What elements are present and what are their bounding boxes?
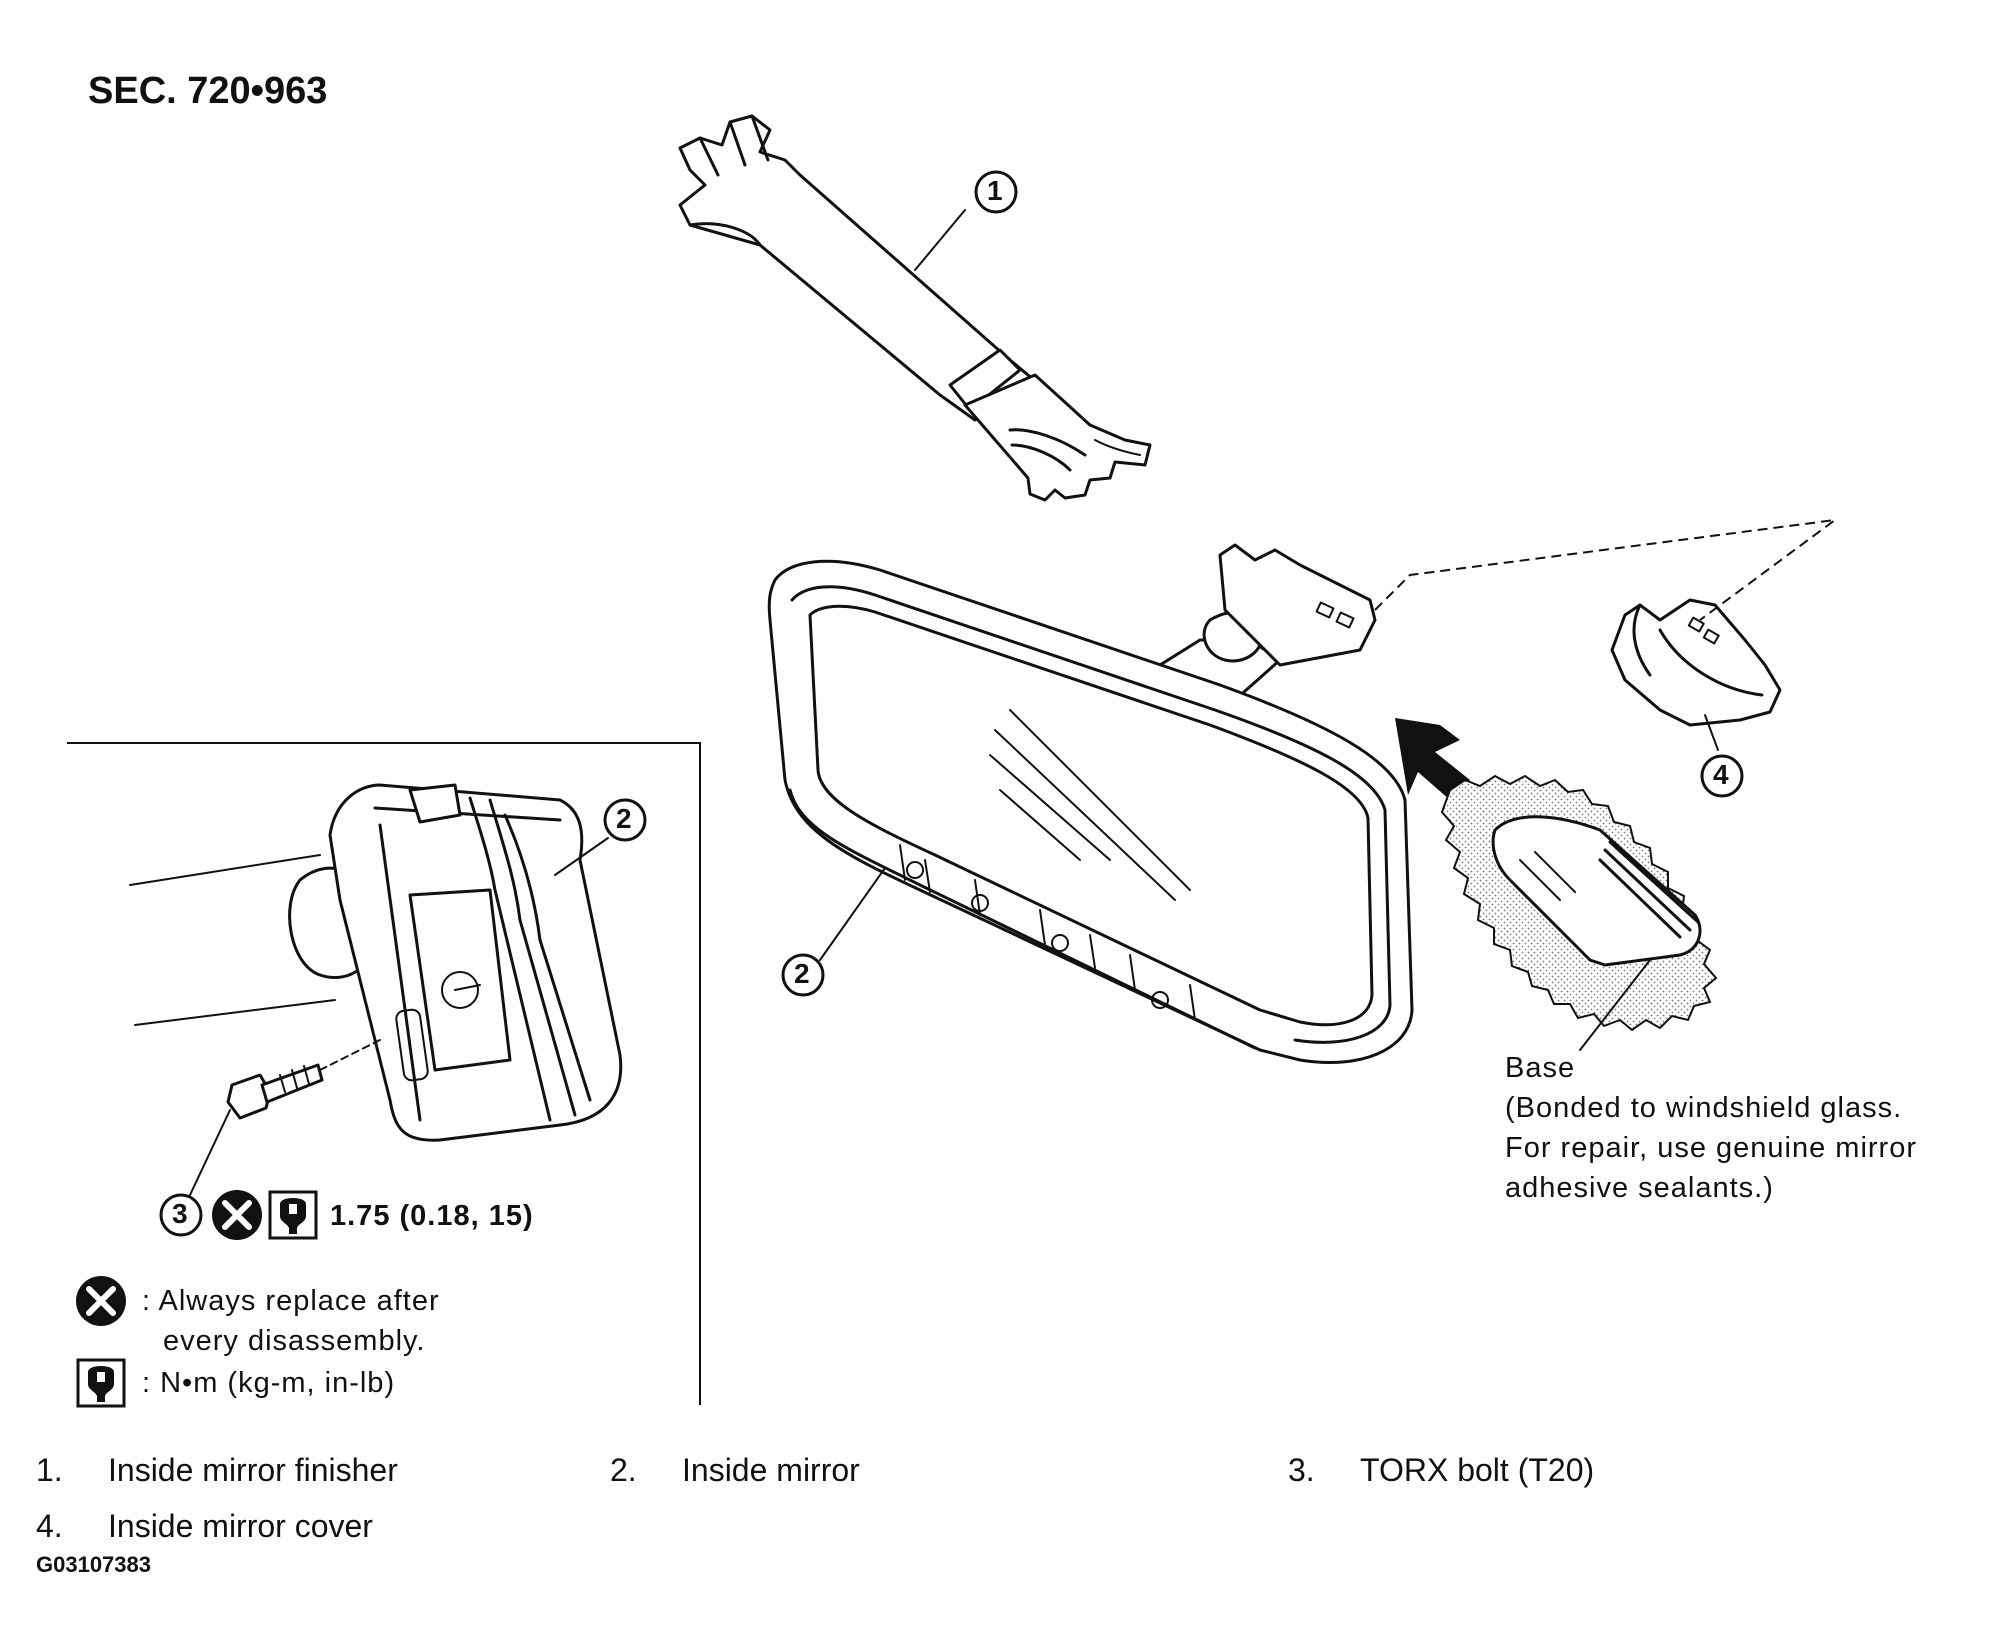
base-note-line-3: For repair, use genuine mirror — [1505, 1132, 1917, 1164]
mirror-button-3 — [1051, 934, 1069, 952]
callout-1-label: 1 — [987, 175, 1003, 206]
part-1-label: Inside mirror finisher — [108, 1452, 398, 1488]
installation-direction-arrow-icon — [1395, 718, 1470, 800]
callout-2-inset-circle — [603, 798, 647, 842]
part-4-number: 4. — [36, 1508, 63, 1544]
base-note-title: Base — [1505, 1052, 1576, 1084]
section-title: SEC. 720•963 — [88, 70, 328, 112]
callout-3-circle — [159, 1193, 203, 1237]
base-note-line-2: (Bonded to windshield glass. — [1505, 1092, 1903, 1124]
inside-mirror-cover — [1610, 598, 1782, 727]
leader-line-4 — [1704, 714, 1719, 751]
callout-4-label: 4 — [1713, 759, 1729, 790]
torque-value: 1.75 (0.18, 15) — [330, 1200, 534, 1232]
leader-line-2-main — [819, 867, 886, 961]
legend-replace-text: : Always replace after — [142, 1285, 440, 1317]
legend-torque-units: : N•m (kg-m, in-lb) — [142, 1367, 396, 1399]
base-note-line-4: adhesive sealants.) — [1505, 1172, 1774, 1204]
mirror-button-2 — [971, 894, 989, 912]
legend-torque-icon — [76, 1358, 126, 1408]
part-2-label: Inside mirror — [682, 1452, 860, 1488]
torque-wrench-icon — [268, 1190, 318, 1240]
callout-2-main-label: 2 — [794, 958, 810, 989]
callout-4-circle — [1700, 754, 1744, 798]
part-1-number: 1. — [36, 1452, 63, 1488]
inside-mirror — [767, 543, 1414, 1065]
mirror-base — [1440, 774, 1718, 1032]
inside-mirror-finisher — [678, 114, 1152, 502]
legend-replace-text-2: every disassembly. — [163, 1325, 426, 1357]
legend-replace-icon — [76, 1276, 126, 1326]
leader-line-2-inset — [554, 837, 609, 876]
leader-line-base — [1579, 959, 1651, 1051]
callout-1-circle — [974, 170, 1018, 214]
leader-line-3 — [189, 1109, 231, 1196]
part-3-number: 3. — [1288, 1452, 1315, 1488]
leader-line-1 — [914, 209, 966, 271]
part-3-label: TORX bolt (T20) — [1360, 1452, 1595, 1488]
mirror-button-1 — [906, 861, 924, 879]
detail-inset — [67, 742, 701, 1405]
callout-2-main-circle — [781, 953, 825, 997]
mirror-button-4 — [1151, 991, 1169, 1009]
part-2-number: 2. — [610, 1452, 637, 1488]
replace-after-disassembly-icon — [212, 1190, 262, 1240]
callout-2-inset-label: 2 — [616, 803, 632, 834]
assembly-dashed-line — [1374, 518, 1839, 621]
part-4-label: Inside mirror cover — [108, 1508, 373, 1544]
callout-3-label: 3 — [172, 1198, 188, 1229]
figure-code: G03107383 — [36, 1552, 151, 1577]
